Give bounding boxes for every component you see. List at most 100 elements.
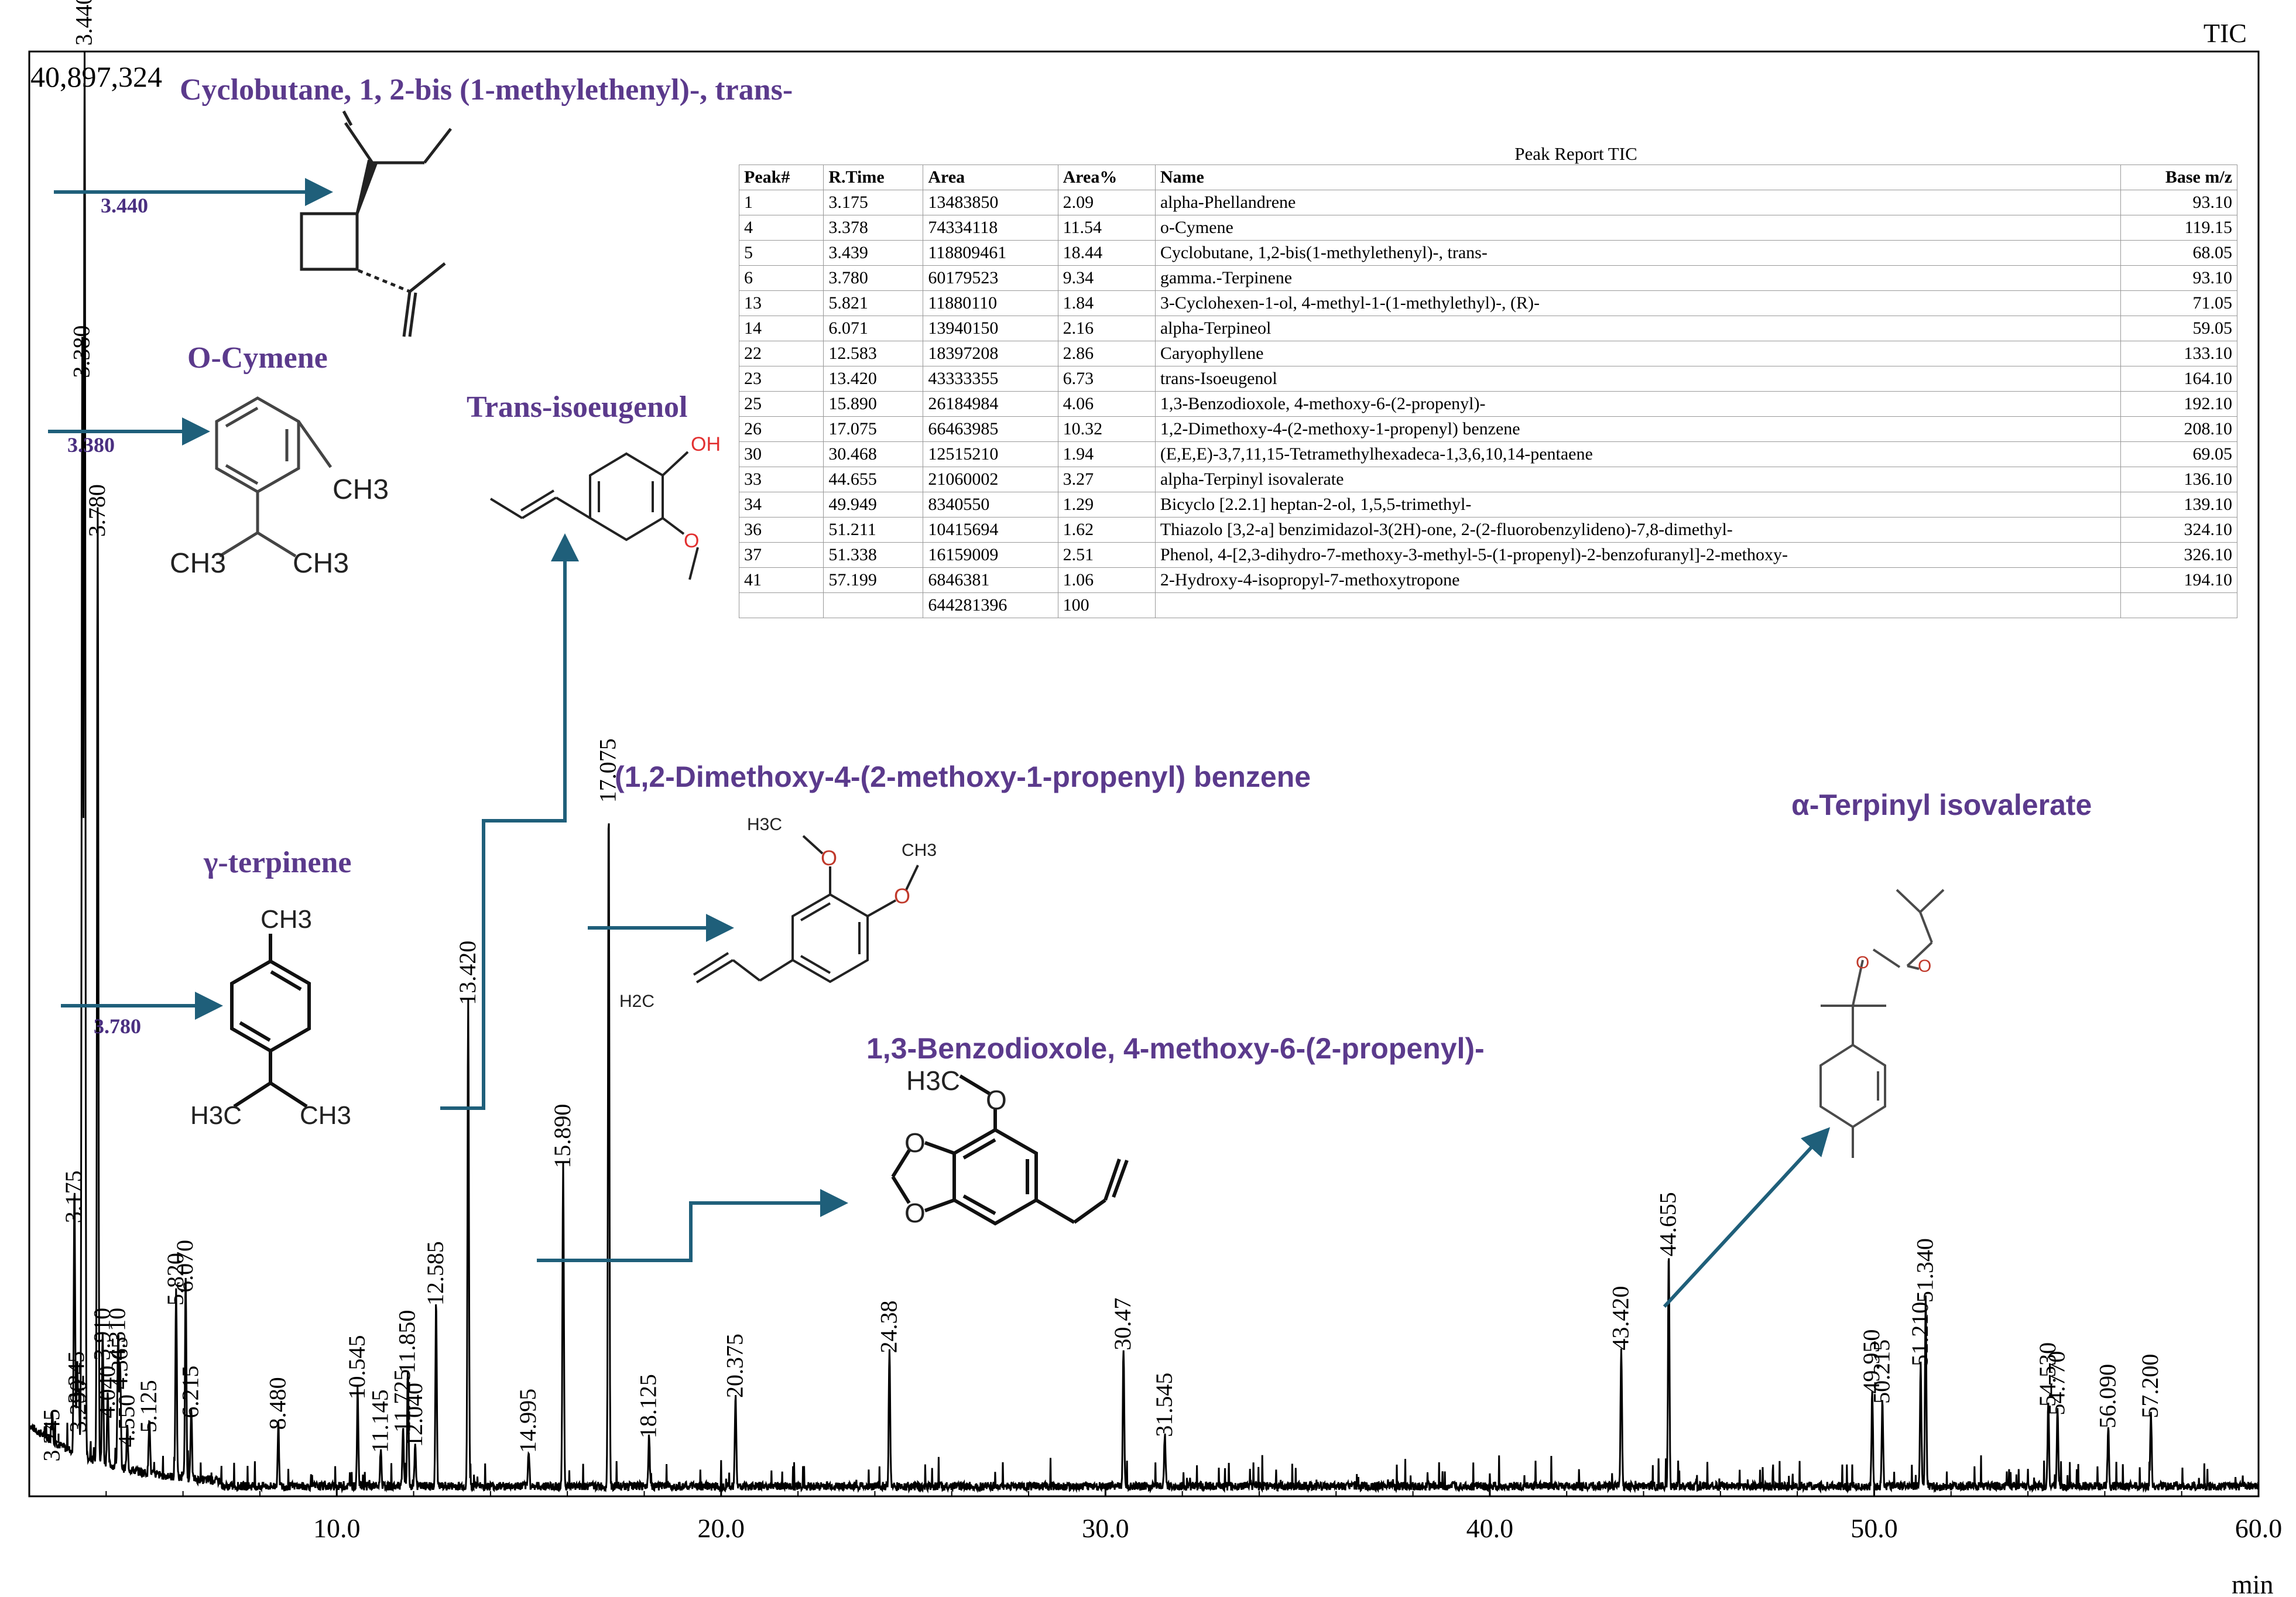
peak-label: 49.950 bbox=[1858, 1329, 1884, 1394]
peak-label: 24.38 bbox=[875, 1301, 902, 1353]
svg-text:CH3: CH3 bbox=[170, 548, 226, 579]
table-cell: 194.10 bbox=[2120, 567, 2237, 593]
table-cell: Thiazolo [3,2-a] benzimidazol-3(2H)-one,… bbox=[1154, 517, 2122, 543]
table-cell: 11.54 bbox=[1057, 215, 1156, 241]
svg-text:CH3: CH3 bbox=[300, 1101, 351, 1130]
table-cell: 57.199 bbox=[823, 567, 924, 593]
table-cell: Cyclobutane, 1,2-bis(1-methylethenyl)-, … bbox=[1154, 240, 2122, 266]
table-cell: 6.73 bbox=[1057, 366, 1156, 392]
peak-label: 44.655 bbox=[1655, 1192, 1681, 1256]
table-cell: 192.10 bbox=[2120, 391, 2237, 417]
table-cell: alpha-Phellandrene bbox=[1154, 190, 2122, 215]
table-cell: 326.10 bbox=[2120, 542, 2237, 568]
x-tick-label: 50.0 bbox=[1850, 1513, 1898, 1543]
table-cell: 25 bbox=[738, 391, 824, 417]
table-cell: 3.439 bbox=[823, 240, 924, 266]
table-cell: 37 bbox=[738, 542, 824, 568]
table-cell: 4.06 bbox=[1057, 391, 1156, 417]
table-cell: 26 bbox=[738, 416, 824, 442]
annotation-ocymene: O-Cymene bbox=[187, 341, 328, 375]
x-tick-label: 30.0 bbox=[1082, 1513, 1129, 1543]
peak-label: 43.420 bbox=[1607, 1286, 1633, 1351]
molecule-gterpinene: CH3 H3C CH3 bbox=[190, 905, 351, 1130]
table-cell: 30 bbox=[738, 441, 824, 467]
table-cell: Bicyclo [2.2.1] heptan-2-ol, 1,5,5-trime… bbox=[1154, 492, 2122, 518]
table-cell: 12.583 bbox=[823, 341, 924, 366]
peak-label: 51.210 bbox=[1907, 1302, 1933, 1366]
molecule-transisoeugenol: OH O bbox=[489, 433, 721, 580]
table-cell: alpha-Terpinyl isovalerate bbox=[1154, 467, 2122, 492]
svg-text:H3C: H3C bbox=[190, 1101, 242, 1130]
svg-text:O: O bbox=[904, 1198, 926, 1228]
table-cell: 3.175 bbox=[823, 190, 924, 215]
table-cell: 8340550 bbox=[923, 492, 1058, 518]
x-tick-label: 60.0 bbox=[2235, 1513, 2283, 1543]
annotation-terpinyl: α-Terpinyl isovalerate bbox=[1791, 789, 2092, 821]
table-header-cell: Base m/z bbox=[2120, 165, 2237, 190]
peak-label: 30.47 bbox=[1109, 1298, 1136, 1351]
table-cell bbox=[1154, 592, 2122, 618]
svg-text:CH3: CH3 bbox=[333, 474, 389, 505]
peak-label: 57.200 bbox=[2137, 1354, 2163, 1418]
annotation-benzodioxole: 1,3-Benzodioxole, 4-methoxy-6-(2-propeny… bbox=[866, 1032, 1485, 1065]
table-cell: 22 bbox=[738, 341, 824, 366]
peak-label: 31.545 bbox=[1151, 1373, 1177, 1437]
table-cell: 71.05 bbox=[2120, 290, 2237, 316]
molecule-dimethoxy: O O H3C CH3 H2C bbox=[619, 815, 937, 1011]
table-cell: 118809461 bbox=[923, 240, 1058, 266]
svg-text:CH3: CH3 bbox=[261, 905, 312, 934]
table-cell: 23 bbox=[738, 366, 824, 392]
peak-label: 13.420 bbox=[454, 941, 481, 1005]
peak-label: 12.040 bbox=[401, 1383, 427, 1447]
table-cell: 74334118 bbox=[923, 215, 1058, 241]
tic-trace bbox=[28, 51, 2260, 1494]
arrow-label-3440: 3.440 bbox=[101, 194, 148, 217]
annotation-cyclobutane: Cyclobutane, 1, 2-bis (1-methylethenyl)-… bbox=[180, 73, 793, 107]
arrow-benzodioxole bbox=[537, 1189, 848, 1262]
table-cell: 33 bbox=[738, 467, 824, 492]
table-cell: 2.86 bbox=[1057, 341, 1156, 366]
table-cell: 10415694 bbox=[923, 517, 1058, 543]
peak-label: 17.075 bbox=[595, 738, 621, 803]
table-cell: (E,E,E)-3,7,11,15-Tetramethylhexadeca-1,… bbox=[1154, 441, 2122, 467]
molecule-terpinyl: O O bbox=[1819, 889, 1945, 1158]
svg-text:H3C: H3C bbox=[906, 1065, 960, 1096]
table-cell: 2.16 bbox=[1057, 316, 1156, 341]
table-cell: 2.09 bbox=[1057, 190, 1156, 215]
table-cell: 41 bbox=[738, 567, 824, 593]
table-cell: 9.34 bbox=[1057, 265, 1156, 291]
table-header-cell: Area% bbox=[1057, 165, 1156, 190]
table-cell: 6 bbox=[738, 265, 824, 291]
arrow-transisoeugenol bbox=[440, 533, 579, 1110]
table-cell: 119.15 bbox=[2120, 215, 2237, 241]
plot-frame bbox=[28, 50, 2260, 1497]
table-cell: 3-Cyclohexen-1-ol, 4-methyl-1-(1-methyle… bbox=[1154, 290, 2122, 316]
arrow-terpinyl bbox=[1663, 1127, 1831, 1308]
svg-text:O: O bbox=[1918, 957, 1931, 976]
svg-text:O: O bbox=[684, 530, 699, 552]
table-cell: 26184984 bbox=[923, 391, 1058, 417]
table-header-cell: R.Time bbox=[823, 165, 924, 190]
peak-table-title: Peak Report TIC bbox=[1514, 143, 1637, 164]
svg-text:O: O bbox=[821, 846, 837, 870]
table-cell: 69.05 bbox=[2120, 441, 2237, 467]
table-cell: 1.94 bbox=[1057, 441, 1156, 467]
table-cell: 1.06 bbox=[1057, 567, 1156, 593]
svg-text:H2C: H2C bbox=[619, 992, 654, 1011]
table-cell: 3.780 bbox=[823, 265, 924, 291]
svg-text:O: O bbox=[894, 884, 910, 908]
peak-label: 8.480 bbox=[264, 1377, 290, 1430]
table-cell: 644281396 bbox=[923, 592, 1058, 618]
table-cell: 1.84 bbox=[1057, 290, 1156, 316]
